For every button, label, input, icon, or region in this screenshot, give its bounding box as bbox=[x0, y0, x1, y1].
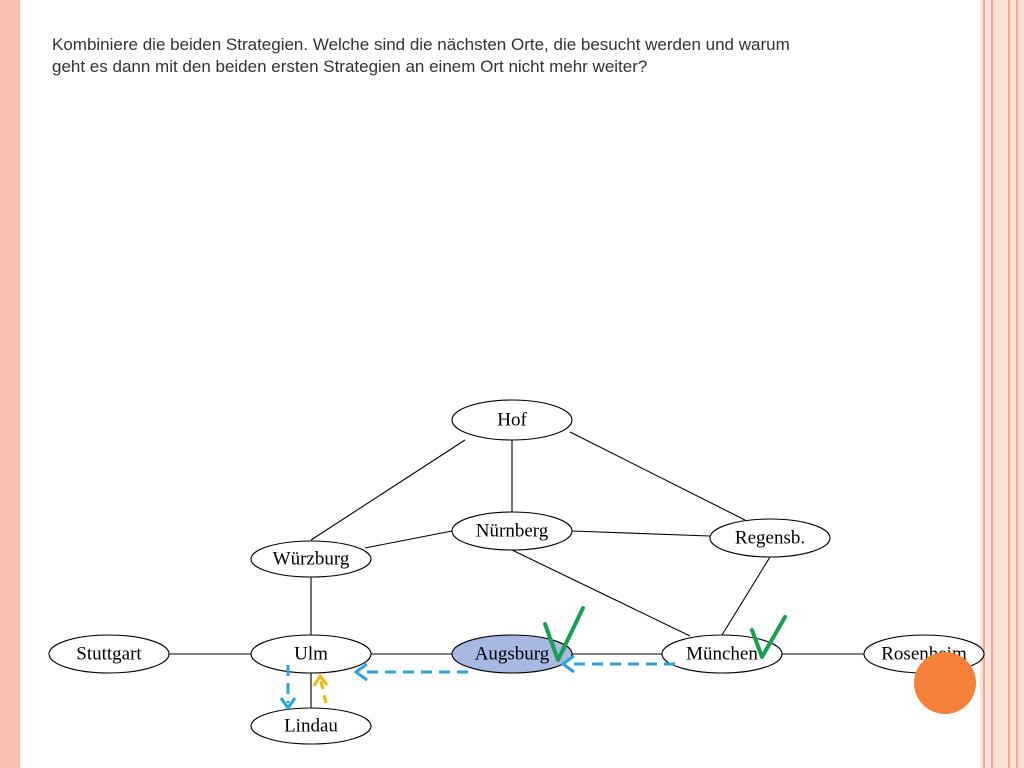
node-nuernberg: Nürnberg bbox=[451, 511, 573, 551]
node-label: Augsburg bbox=[475, 644, 550, 665]
node-muenchen: München bbox=[661, 634, 783, 674]
edge-hof-regensburg bbox=[569, 431, 746, 521]
node-label: Hof bbox=[497, 410, 527, 431]
band-stripe bbox=[983, 0, 985, 768]
edge-regensburg-muenchen bbox=[721, 556, 771, 636]
check-mark-muenchen bbox=[750, 615, 787, 659]
node-lindau: Lindau bbox=[250, 707, 372, 745]
question-line-1: Kombiniere die beiden Strategien. Welche… bbox=[52, 35, 790, 54]
node-augsburg: Augsburg bbox=[451, 634, 573, 674]
band-stripe bbox=[991, 0, 993, 768]
band-stripe bbox=[1016, 0, 1018, 768]
node-label: Lindau bbox=[284, 716, 338, 737]
check-mark-augsburg bbox=[543, 606, 585, 662]
node-label: Ulm bbox=[294, 644, 328, 665]
edge-hof-wuerzburg bbox=[310, 439, 466, 541]
node-ulm: Ulm bbox=[250, 634, 372, 674]
node-label: München bbox=[686, 644, 758, 665]
right-decorative-band bbox=[980, 0, 1024, 768]
edge-nuernberg-regensburg bbox=[571, 530, 711, 537]
node-label: Regensb. bbox=[735, 528, 805, 549]
left-decorative-band bbox=[0, 0, 20, 768]
node-stuttgart: Stuttgart bbox=[48, 634, 170, 674]
node-label: Würzburg bbox=[273, 549, 350, 570]
blue-arrow-ulm-lindau bbox=[279, 665, 297, 711]
band-stripe bbox=[1008, 0, 1010, 768]
blue-arrow-augsburg-ulm bbox=[353, 662, 468, 682]
node-hof: Hof bbox=[451, 399, 573, 441]
question-text: Kombiniere die beiden Strategien. Welche… bbox=[52, 34, 972, 78]
blue-arrow-muenchen-augsburg bbox=[560, 654, 675, 674]
question-line-2: geht es dann mit den beiden ersten Strat… bbox=[52, 57, 648, 76]
node-label: Stuttgart bbox=[76, 644, 142, 665]
edge-nuernberg-wuerzburg bbox=[364, 530, 453, 549]
yellow-arrow-lindau-ulm bbox=[312, 673, 329, 704]
node-label: Nürnberg bbox=[476, 521, 549, 542]
orange-marker bbox=[914, 652, 976, 714]
node-wuerzburg: Würzburg bbox=[250, 540, 372, 578]
edge-nuernberg-muenchen bbox=[511, 549, 691, 637]
node-regensburg: Regensb. bbox=[709, 518, 831, 558]
